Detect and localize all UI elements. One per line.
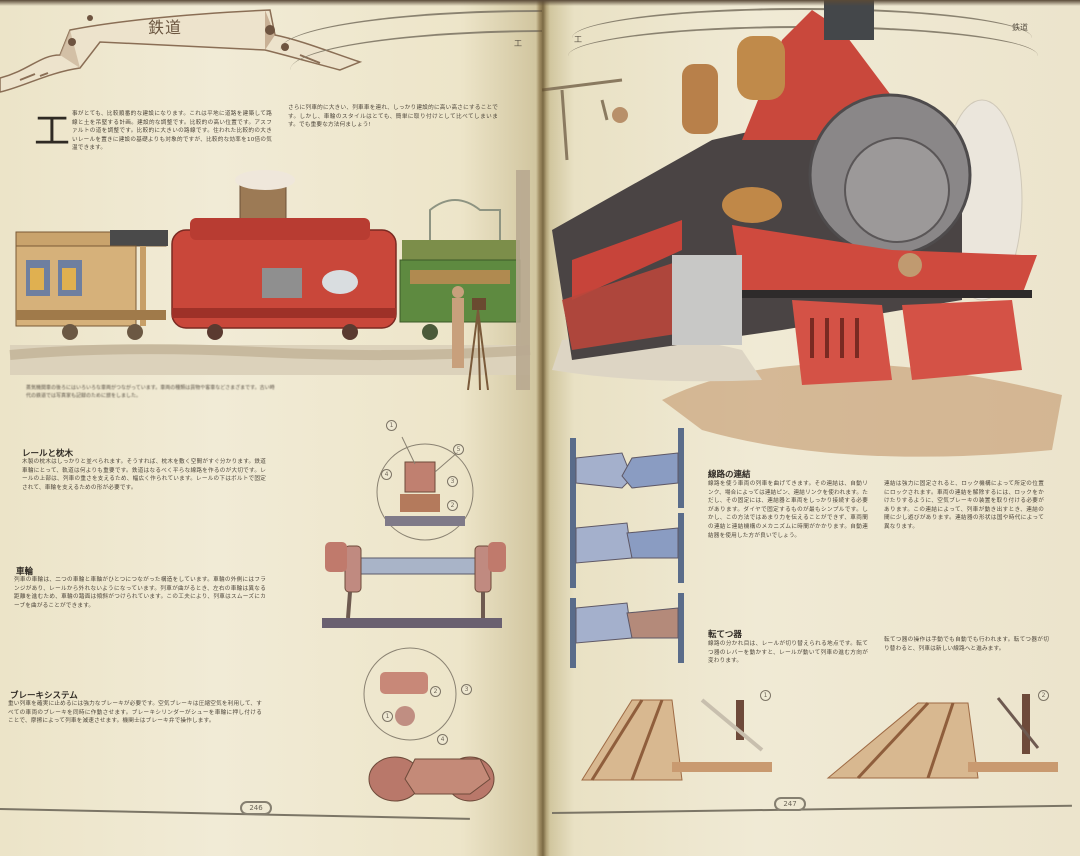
section-body-switch-col1: 線路の分かれ目は、レールが切り替えられる地点です。転てつ器のレバーを動かすと、レ… — [708, 641, 868, 665]
brake-callout-2: 2 — [430, 686, 441, 697]
left-page: 鉄道 工 工 事がとても、比較順番的な建設になります。これは平地に道路を建築して… — [0, 0, 542, 856]
section-heading-wheels: 車輪 — [16, 567, 34, 577]
top-edge-shadow — [0, 0, 1080, 6]
switch-track-illustration-1 — [581, 698, 772, 781]
drop-cap: 工 — [34, 111, 71, 152]
rail-tie-detail-diagram — [376, 436, 474, 541]
callout-2: 2 — [447, 500, 458, 511]
running-head-left: 工 — [574, 35, 582, 44]
callout-1: 1 — [386, 420, 397, 431]
intro-paragraph-col2: さらに列車的に大きい、列車車を連れ、しっかり建設的に高い高さにすることです。しか… — [288, 105, 498, 129]
intro-paragraph-col1: 事がとても、比較順番的な建設になります。これは平地に道路を建築して路線と土を吊堅… — [72, 111, 272, 152]
switch-callout-2: 2 — [1038, 690, 1049, 701]
book-gutter — [536, 0, 550, 856]
section-heading-rails: レールと枕木 — [22, 449, 74, 459]
section-heading-coupling: 線路の連結 — [708, 470, 751, 480]
running-head-right: 鉄道 — [1012, 23, 1028, 32]
section-body-coupling-col1: 線路を使う車両の列車を曲げてきます。その連結は、自動リンク、場合によっては連結ピ… — [708, 481, 868, 539]
callout-4: 4 — [381, 469, 392, 480]
section-body-coupling-col2: 連結は強力に固定されると、ロック機構によって所定の位置にロックされます。車両の連… — [884, 481, 1044, 530]
switch-track-illustration-2 — [826, 694, 1058, 780]
brake-callout-1: 1 — [382, 711, 393, 722]
steam-locomotive-illustration — [542, 0, 1062, 457]
switch-callout-1: 1 — [760, 690, 771, 701]
section-heading-brakes: ブレーキシステム — [10, 691, 78, 701]
page-number-right: 247 — [774, 797, 806, 811]
section-body-switch-col2: 転てつ器の操作は手動でも自動でも行われます。転てつ器が切り替わると、列車は新しい… — [884, 637, 1049, 652]
train-caption: 蒸気機関車の後ろにはいろいろな車両がつながっています。車両の種類は貨物や客車など… — [26, 385, 275, 399]
train-cars-illustration — [9, 170, 531, 390]
footer-rule — [0, 808, 470, 820]
page-number-left: 246 — [240, 801, 272, 815]
section-body-wheels: 列車の車輪は、二つの車輪と車軸がひとつにつながった構造をしています。車輪の外側に… — [14, 577, 266, 609]
section-body-rails: 木製の枕木はしっかりと並べられます。そうすれば、枕木を敷く空間がすぐ分かります。… — [22, 459, 266, 491]
section-body-brakes: 重い列車を確実に止めるには強力なブレーキが必要です。空気ブレーキは圧縮空気を利用… — [8, 701, 262, 725]
right-page: 工 鉄道 — [542, 0, 1080, 856]
brake-callout-4: 4 — [437, 734, 448, 745]
brake-detail-diagram — [363, 647, 495, 802]
section-heading-switch: 転てつ器 — [708, 630, 742, 640]
wheel-axle-diagram — [322, 542, 506, 628]
coupler-illustration — [570, 428, 684, 668]
brake-callout-3: 3 — [461, 684, 472, 695]
callout-5: 5 — [453, 444, 464, 455]
footer-rule — [551, 804, 1072, 814]
header-rule — [572, 8, 1032, 38]
chapter-title: 鉄道 — [148, 18, 183, 37]
running-head: 工 — [514, 39, 522, 48]
callout-3: 3 — [447, 476, 458, 487]
